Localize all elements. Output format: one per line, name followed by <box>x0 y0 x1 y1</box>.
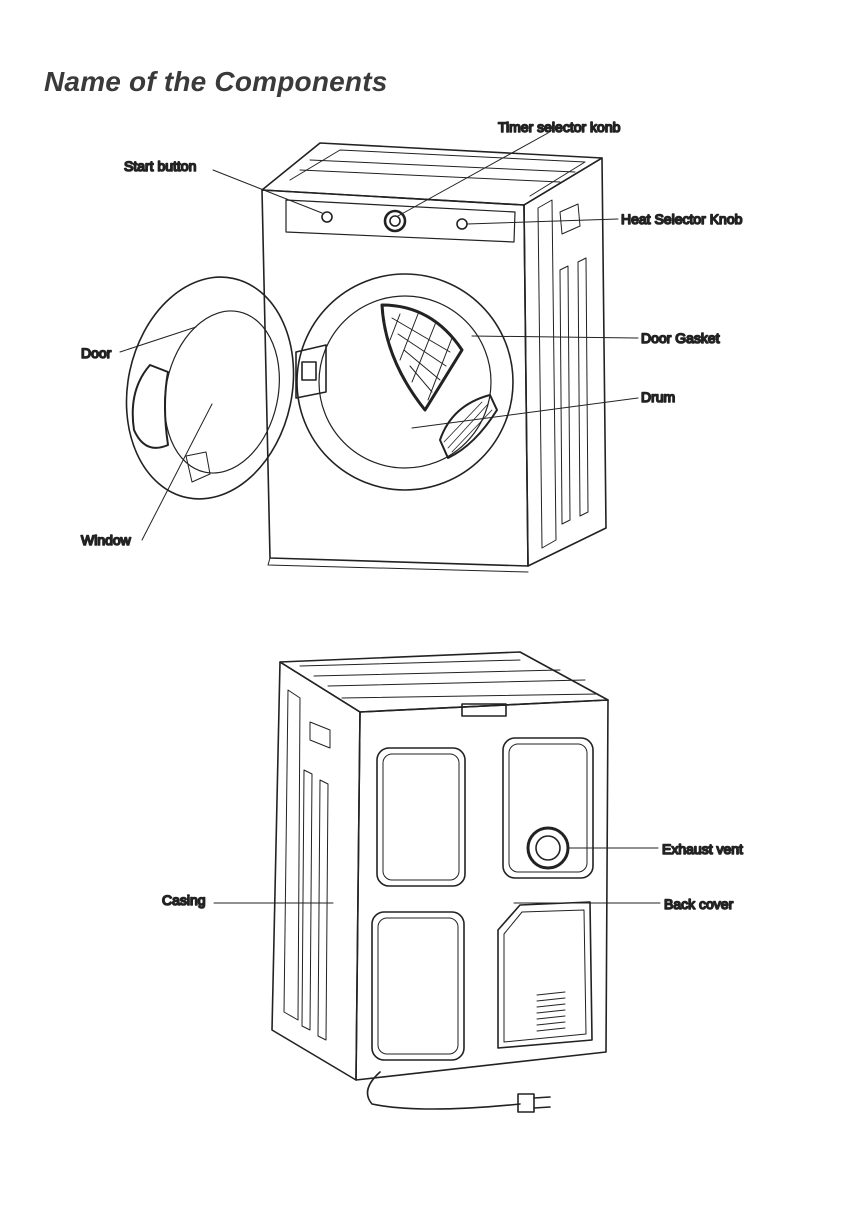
door-gasket-label: Door Gasket <box>641 330 720 346</box>
door-label: Door <box>81 345 112 361</box>
exhaust-vent-label: Exhaust vent <box>662 841 743 857</box>
casing-label: Casing <box>162 892 206 908</box>
drum-label: Drum <box>641 389 675 405</box>
back-cover-label: Back cover <box>664 896 734 912</box>
heat-selector-knob-label: Heat Selector Knob <box>621 211 743 227</box>
start-button-shape <box>322 212 332 222</box>
timer-selector-knob-label: Timer selector konb <box>498 119 621 135</box>
front-dryer-illustration <box>107 143 606 572</box>
exhaust-vent-shape <box>528 828 568 868</box>
back-dryer-illustration <box>272 652 608 1112</box>
heat-knob-shape <box>457 219 467 229</box>
start-button-label: Start button <box>124 158 196 174</box>
window-label: Window <box>81 532 132 548</box>
